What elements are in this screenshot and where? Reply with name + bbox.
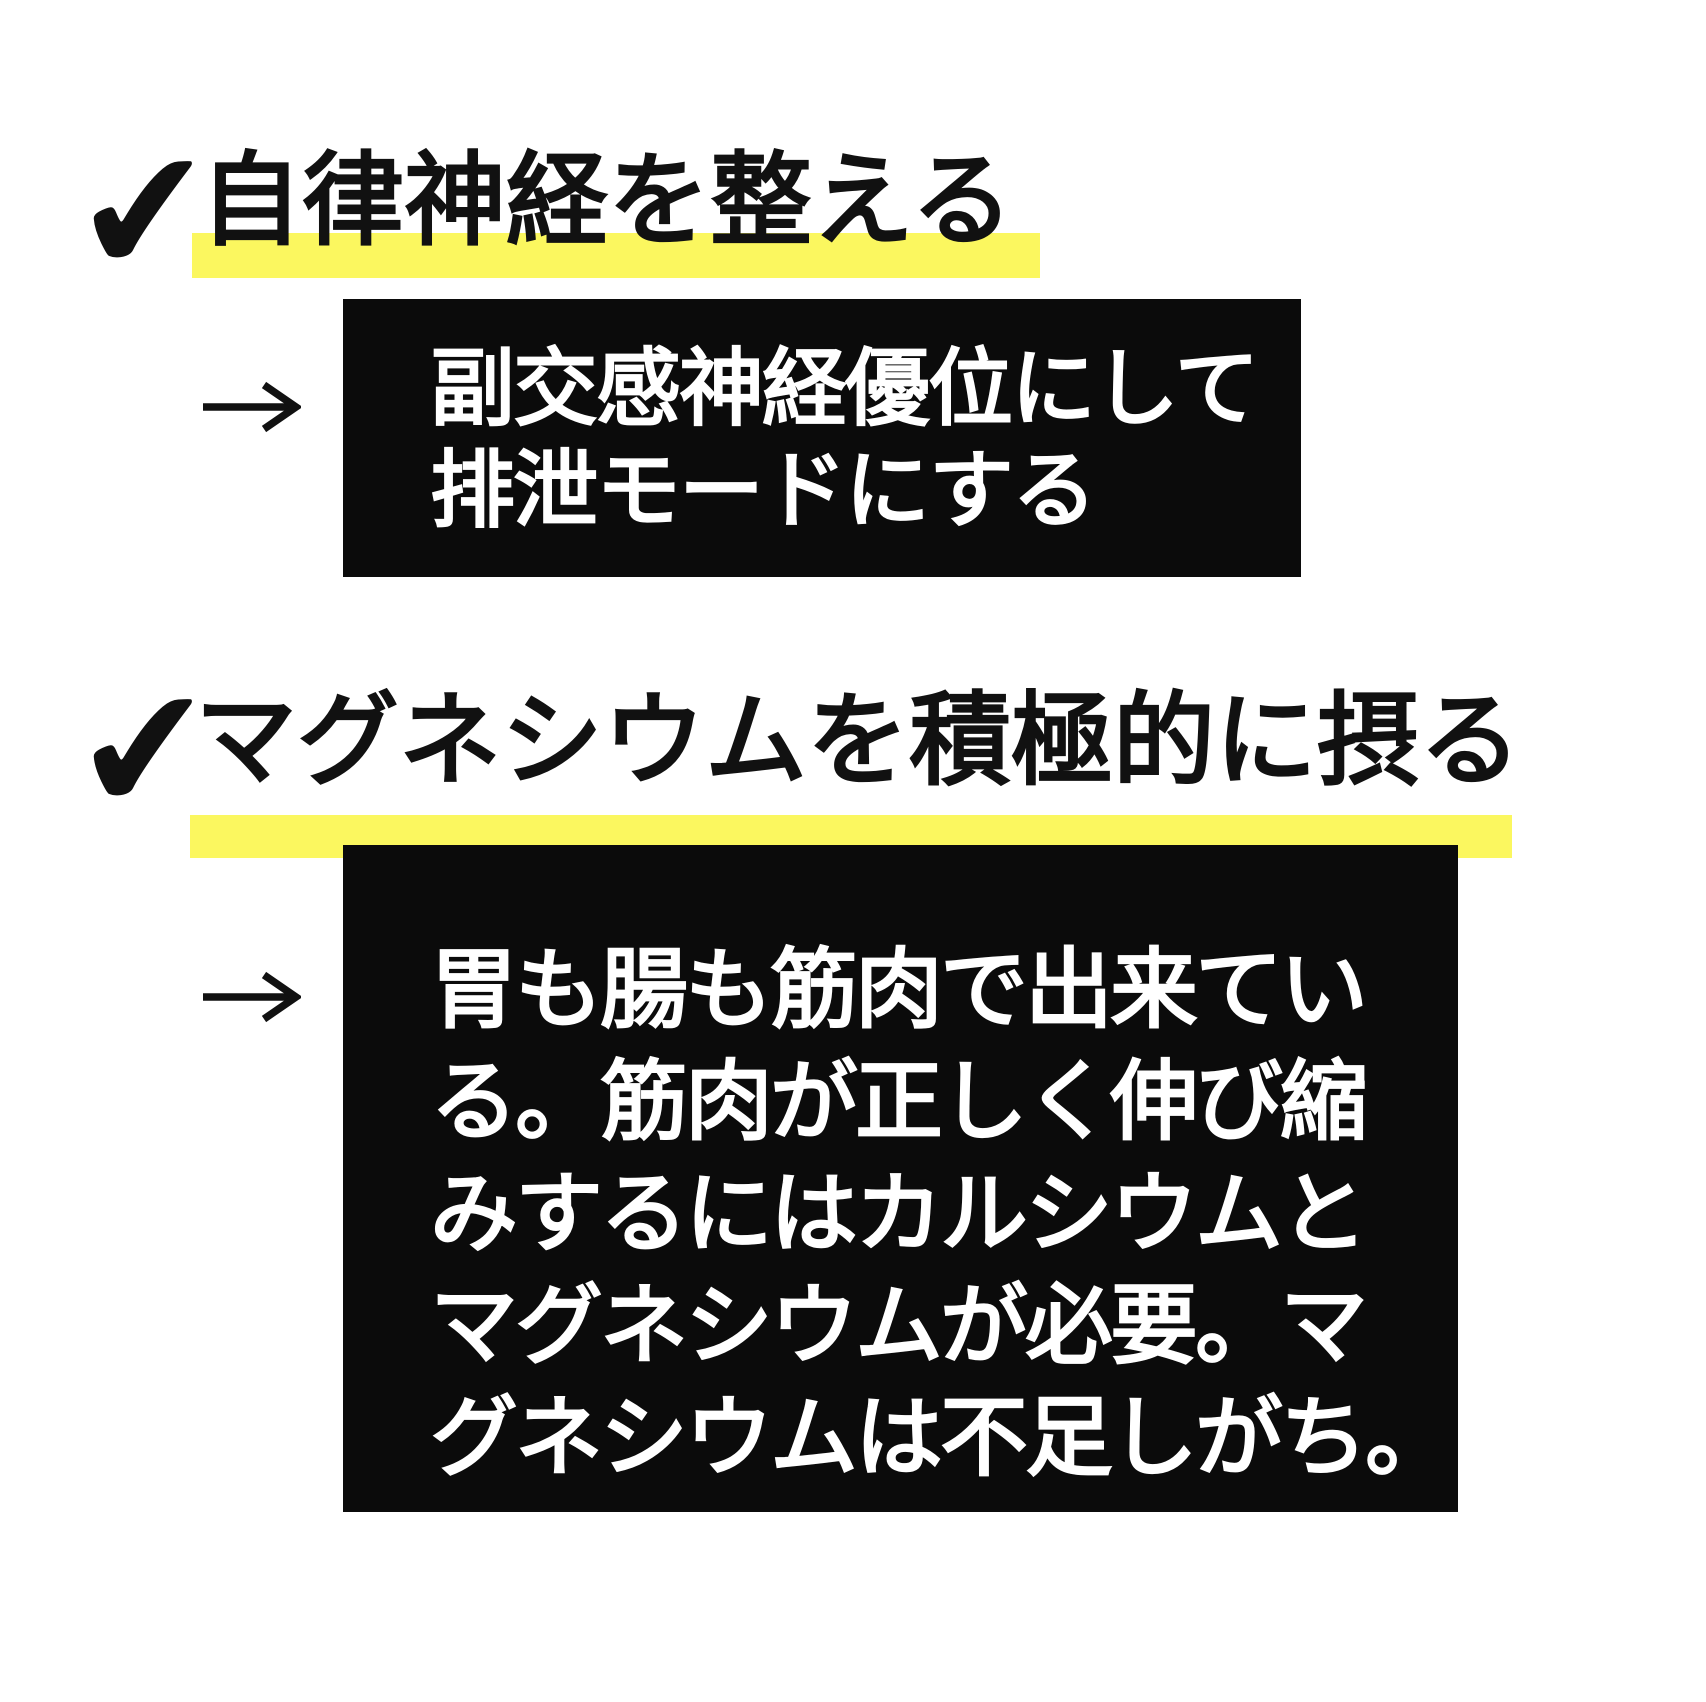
callout-line: 胃も腸も筋肉で出来てい bbox=[430, 940, 1368, 1039]
right-arrow-icon bbox=[201, 381, 301, 433]
highlight-bar bbox=[192, 233, 1040, 278]
callout-line: みするにはカルシウムと bbox=[430, 1164, 1368, 1263]
callout-line: 排泄モードにする bbox=[430, 444, 1097, 539]
callout-line: グネシウムは不足しがち。 bbox=[430, 1388, 1453, 1487]
callout-line: マグネシウムが必要。マ bbox=[430, 1276, 1368, 1375]
callout-box: 副交感神経優位にして 排泄モードにする bbox=[343, 299, 1301, 577]
callout-line: る。筋肉が正しく伸び縮 bbox=[430, 1052, 1368, 1151]
callout-line: 副交感神経優位にして bbox=[430, 342, 1259, 437]
right-arrow-icon bbox=[201, 971, 301, 1023]
section-title: マグネシウムを積極的に摂る bbox=[195, 684, 1521, 798]
section-title: 自律神経を整える bbox=[200, 144, 1013, 258]
callout-box: 胃も腸も筋肉で出来てい る。筋肉が正しく伸び縮 みするにはカルシウムと マグネシ… bbox=[343, 845, 1458, 1512]
